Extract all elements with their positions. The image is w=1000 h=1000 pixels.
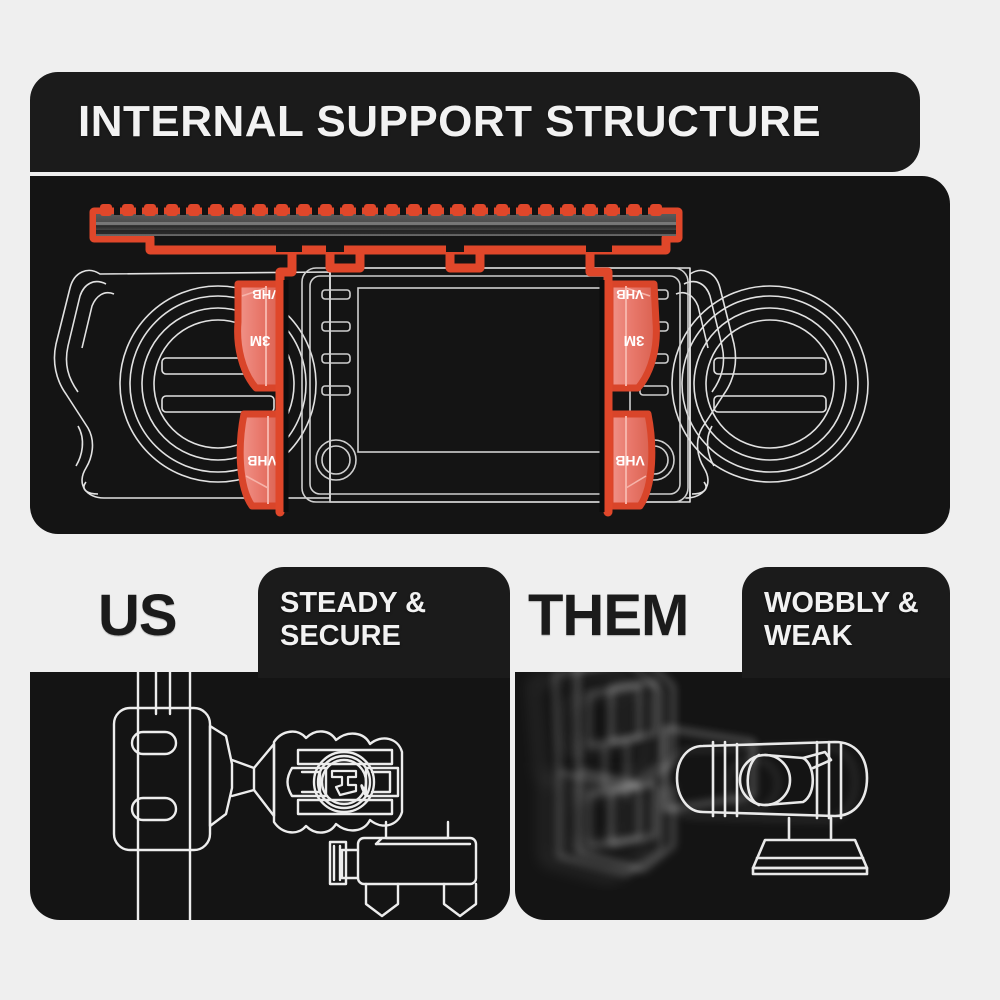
vhb-tape-label: VHB (252, 287, 279, 302)
caption-them-line1: WOBBLY & (764, 587, 919, 620)
vhb-tape-label: VHB (247, 453, 277, 469)
caption-us-line2: SECURE (280, 619, 401, 652)
phone-mount-wobbly-illustration (531, 672, 869, 880)
vhb-bracket-right-lower: VHB (606, 410, 656, 510)
suction-mount-head-ghost (663, 744, 857, 822)
badge-us: US (98, 583, 178, 648)
page-title: INTERNAL SUPPORT STRUCTURE (78, 97, 822, 146)
wobble-ghosts-front (575, 672, 675, 872)
dash-outline (53, 267, 737, 503)
mount-clip-shadows (276, 240, 612, 252)
air-vent-right (671, 285, 869, 483)
hero-panel: VHB 3M VHB VHB 3M (30, 176, 950, 534)
support-rail (89, 204, 683, 255)
vhb-bracket-left-upper: VHB 3M (234, 280, 286, 392)
caption-flag-them: WOBBLY & WEAK (742, 567, 950, 678)
brand-logo-icon (330, 769, 358, 797)
badge-them: THEM (528, 583, 689, 648)
vhb-tape-label: VHB (615, 453, 645, 469)
comparison-panel-them (515, 672, 950, 920)
suction-mount-head (675, 740, 869, 876)
vhb-bracket-right-upper: VHB 3M (606, 280, 660, 392)
vhb-tape-label: VHB (616, 287, 643, 302)
caption-them-line2: WEAK (764, 619, 853, 652)
3m-tape-label: 3M (250, 332, 271, 349)
vhb-bracket-left-lower: VHB (236, 410, 286, 510)
caption-us-line1: STEADY & (280, 587, 427, 620)
caption-flag-us: STEADY & SECURE (258, 567, 510, 678)
phone-mount-steady-illustration (112, 672, 478, 920)
title-banner: INTERNAL SUPPORT STRUCTURE (30, 72, 920, 172)
dashboard-cutaway-diagram: VHB 3M VHB VHB 3M (53, 204, 869, 517)
3m-tape-label: 3M (624, 332, 645, 349)
comparison-panel-us (30, 672, 510, 920)
